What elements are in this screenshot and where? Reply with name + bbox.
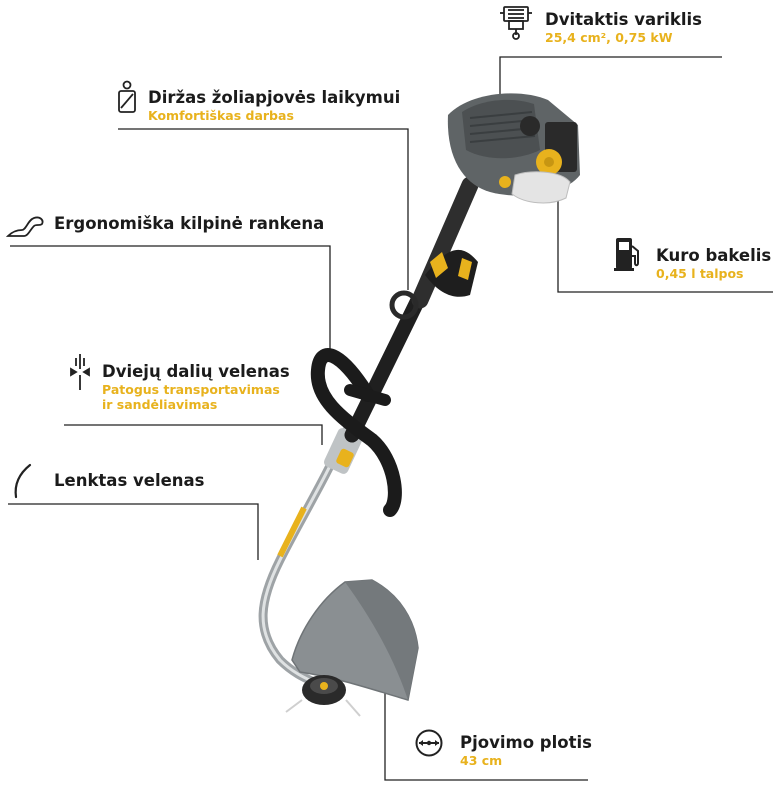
feature-harness: Diržas žoliapjovės laikymui Komfortiškas… bbox=[148, 88, 400, 123]
harness-title: Diržas žoliapjovės laikymui bbox=[148, 88, 401, 107]
cutting-width-icon bbox=[415, 729, 443, 757]
split-shaft-icon bbox=[70, 354, 90, 390]
fuel-title: Kuro bakelis bbox=[656, 246, 772, 265]
engine-piston-icon bbox=[500, 6, 532, 40]
handle-connector bbox=[10, 245, 331, 352]
harness-connector bbox=[118, 128, 409, 290]
feature-handle: Ergonomiška kilpinė rankena bbox=[54, 214, 324, 234]
harness-icon bbox=[118, 80, 136, 113]
feature-shaft-split: Dviejų dalių velenas Patogus transportav… bbox=[102, 362, 290, 412]
shaft-split-title: Dviejų dalių velenas bbox=[102, 362, 290, 381]
cut-width-title: Pjovimo plotis bbox=[460, 733, 592, 752]
handle-title: Ergonomiška kilpinė rankena bbox=[54, 214, 325, 233]
cut-width-subtitle: 43 cm bbox=[460, 753, 503, 768]
fuel-connector bbox=[557, 192, 773, 293]
curved-shaft-connector bbox=[8, 503, 259, 560]
feature-cut-width: Pjovimo plotis 43 cm bbox=[460, 733, 592, 768]
upper-shaft bbox=[344, 292, 426, 443]
curved-shaft-icon bbox=[14, 463, 32, 499]
loop-handle bbox=[310, 348, 402, 517]
cut-width-connector bbox=[384, 693, 588, 781]
fuel-pump-icon bbox=[614, 238, 639, 271]
fuel-subtitle: 0,45 l talpos bbox=[656, 266, 744, 281]
feature-curved-shaft: Lenktas velenas bbox=[54, 471, 205, 491]
shaft-split-connector bbox=[64, 424, 323, 445]
feature-fuel: Kuro bakelis 0,45 l talpos bbox=[656, 246, 771, 281]
feature-engine: Dvitaktis variklis 25,4 cm², 0,75 kW bbox=[545, 10, 702, 45]
harness-ring bbox=[389, 290, 419, 320]
engine-subtitle: 25,4 cm², 0,75 kW bbox=[545, 30, 673, 45]
harness-subtitle: Komfortiškas darbas bbox=[148, 108, 294, 123]
engine-connector bbox=[499, 56, 722, 102]
shaft-split-subtitle-1: Patogus transportavimas bbox=[102, 382, 280, 397]
fuel-tank bbox=[511, 171, 571, 204]
curved-shaft-title: Lenktas velenas bbox=[54, 471, 205, 490]
loop-handle-icon bbox=[6, 216, 44, 237]
engine-title: Dvitaktis variklis bbox=[545, 10, 702, 29]
shaft-split-subtitle-2: ir sandėliavimas bbox=[102, 397, 218, 412]
